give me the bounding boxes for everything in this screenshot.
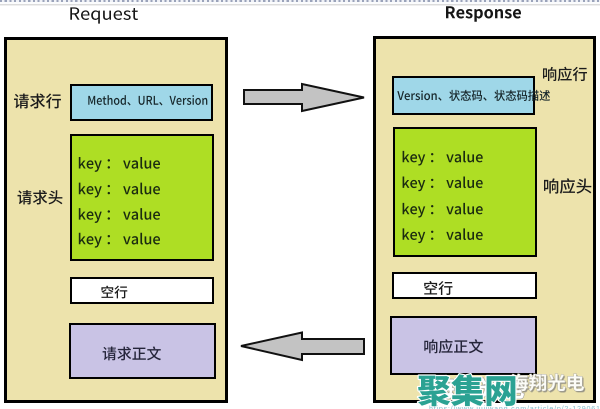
svg-text:htips://www.jujiwang.com/artic: htips://www.jujiwang.com/article/p/2-129… [429,404,600,409]
